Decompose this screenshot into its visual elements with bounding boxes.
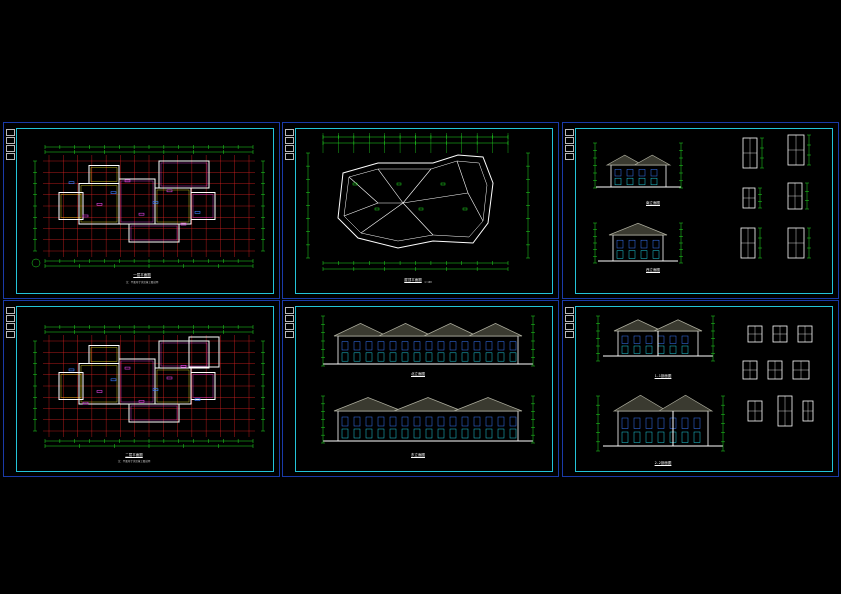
drawing-sheet-5[interactable]: 北立面图 东立面图 [282, 300, 559, 477]
sheet-caption: 一层平面图 [133, 273, 151, 277]
drawing-frame [295, 306, 553, 472]
sheet-subcaption: 注：平面尺寸详见施工图说明 [117, 460, 151, 463]
sheet-subcaption: 1:100 [424, 281, 432, 284]
title-block [285, 129, 294, 161]
drawing-frame [575, 128, 833, 294]
sheet-caption: 北立面图 [411, 372, 425, 376]
floor-plan-2-drawing [33, 325, 265, 448]
drawing-sheet-1[interactable]: 一层平面图 注：平面尺寸详见施工图说明 [3, 122, 280, 299]
floor-plan-drawing [31, 145, 265, 268]
drawing-sheet-2[interactable]: 屋顶平面图 1:100 [282, 122, 559, 299]
drawing-frame [16, 306, 274, 472]
title-block [6, 307, 15, 339]
sheet-subcaption: 注：平面尺寸详见施工图说明 [125, 281, 159, 284]
sheet-caption: 1-1剖面图 [654, 374, 672, 378]
roof-plan-drawing [306, 133, 530, 271]
elevation-detail-drawing [593, 134, 811, 264]
title-block [565, 129, 574, 161]
elevations-drawing [321, 315, 535, 444]
sheet-caption: 南立面图 [646, 201, 660, 205]
drawing-frame [295, 128, 553, 294]
drawing-sheet-3[interactable]: 南立面图 西立面图 [562, 122, 839, 299]
drawing-frame [16, 128, 274, 294]
drawing-frame [575, 306, 833, 472]
sheet-caption-2: 东立面图 [411, 453, 425, 457]
sheet-caption: 屋顶平面图 [404, 278, 422, 282]
sheet-caption-2: 西立面图 [646, 268, 660, 272]
title-block [565, 307, 574, 339]
sections-drawing [596, 315, 814, 452]
title-block [285, 307, 294, 339]
title-block [6, 129, 15, 161]
drawing-sheet-4[interactable]: 二层平面图 注：平面尺寸详见施工图说明 [3, 300, 280, 477]
sheet-caption-2: 2-2剖面图 [654, 461, 672, 465]
drawing-sheet-6[interactable]: 1-1剖面图 2-2剖面图 [562, 300, 839, 477]
sheet-caption: 二层平面图 [125, 453, 143, 457]
